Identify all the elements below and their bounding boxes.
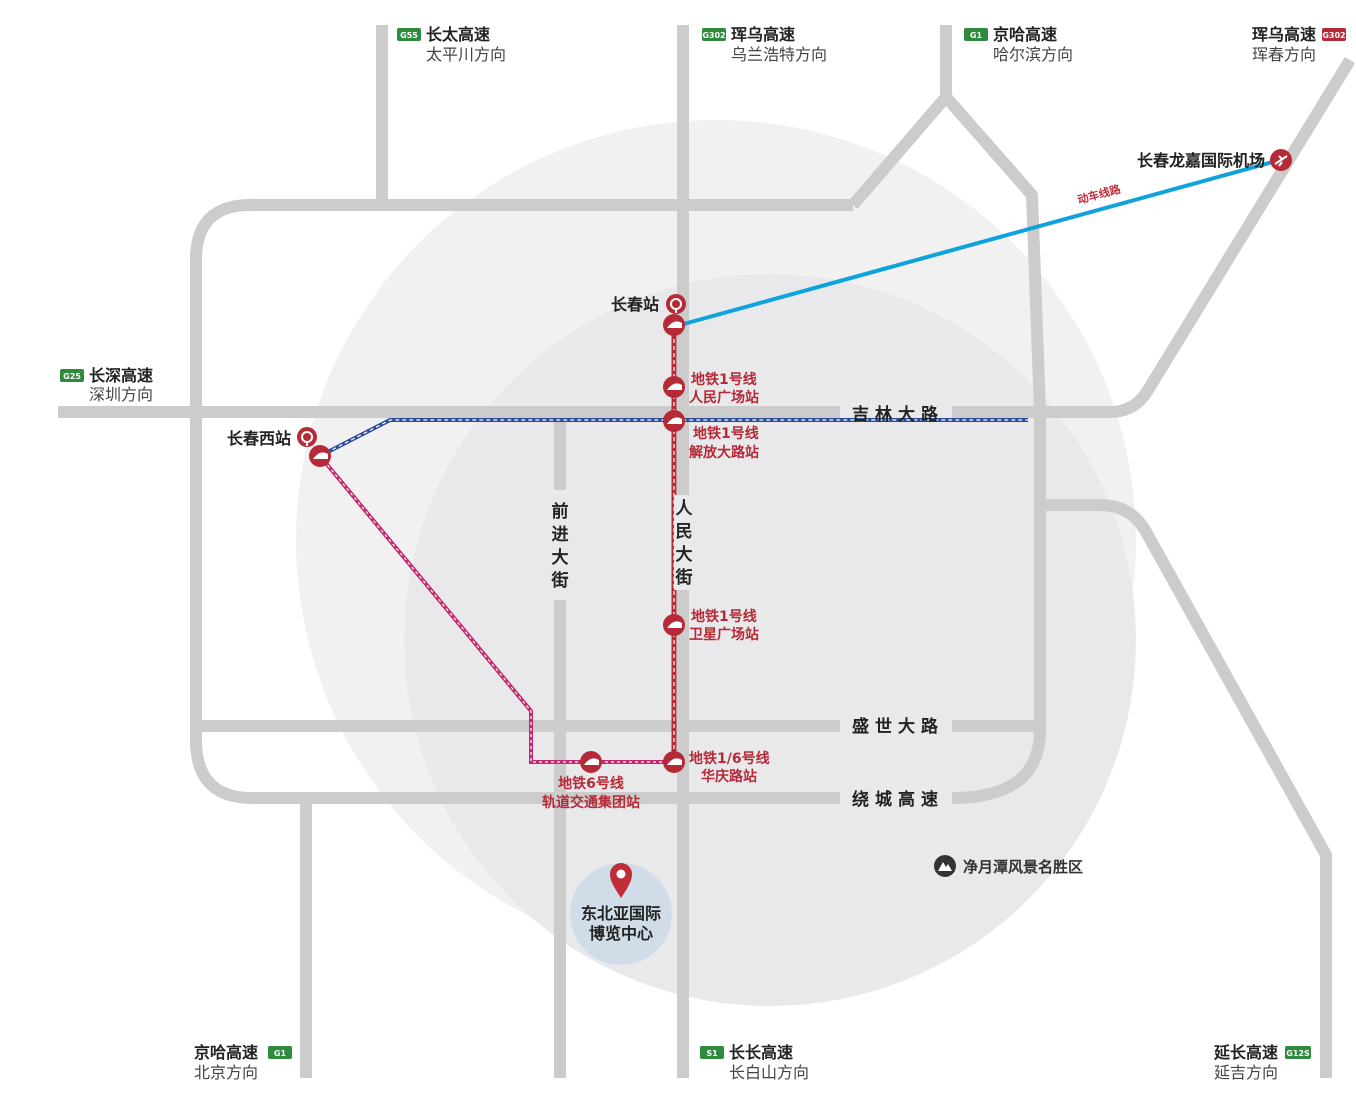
jilin-rail-line-dash	[319, 419, 1028, 457]
label-gap-raocheng	[840, 784, 952, 812]
road-ring-east	[951, 412, 1046, 804]
svg-text:乌兰浩特方向: 乌兰浩特方向	[731, 45, 827, 64]
svg-text:长深高速: 长深高速	[89, 366, 153, 385]
railway-station-icon	[297, 427, 317, 447]
svg-text:珲春方向: 珲春方向	[1252, 45, 1316, 64]
metro-weixing-name: 卫星广场站	[689, 626, 759, 643]
svg-text:京哈高速: 京哈高速	[993, 25, 1057, 44]
airport-icon	[1270, 149, 1292, 171]
mountain-icon	[934, 855, 956, 877]
road-label-renmin-4: 街	[675, 567, 693, 588]
svg-text:G25: G25	[63, 372, 81, 381]
metro-huaqing-name: 华庆路站	[701, 768, 757, 785]
metro-renmin-name: 人民广场站	[689, 389, 759, 406]
highway-g1-bottom-label: 京哈高速 G1 北京方向	[194, 1043, 292, 1082]
metro-station-icons	[309, 314, 685, 773]
road-ring-nw	[190, 199, 853, 412]
location-pin-icon	[610, 863, 632, 898]
scenic-label: 净月潭风景名胜区	[963, 858, 1083, 876]
metro-jiefang-name: 解放大路站	[689, 444, 759, 461]
airport-label: 长春龙嘉国际机场	[1137, 151, 1265, 170]
svg-text:G1: G1	[970, 31, 983, 40]
svg-text:S1: S1	[706, 1049, 718, 1058]
svg-text:京哈高速: 京哈高速	[194, 1043, 258, 1062]
venue-circle	[570, 863, 672, 965]
svg-text:北京方向: 北京方向	[194, 1063, 258, 1082]
road-label-raocheng: 绕城高速	[852, 789, 944, 810]
metro-railgroup-name: 轨道交通集团站	[542, 794, 640, 811]
svg-text:G302: G302	[702, 31, 725, 40]
metro-line6-dash	[319, 455, 676, 763]
venue-name-line2: 博览中心	[589, 924, 653, 943]
road-label-jilin: 吉林大路	[852, 404, 944, 425]
highway-g302-top-label: G302 珲乌高速 乌兰浩特方向	[702, 25, 827, 64]
highway-g25-label: G25 长深高速 深圳方向	[60, 366, 153, 404]
highway-s1-label: S1 长长高速 长白山方向	[700, 1043, 809, 1082]
metro-icon-west	[309, 445, 331, 467]
inner-zone-circle	[404, 274, 1136, 1006]
svg-text:长太高速: 长太高速	[426, 25, 490, 44]
station-changchun-label: 长春站	[611, 295, 659, 314]
svg-text:G12S: G12S	[1286, 1049, 1310, 1058]
svg-text:G302: G302	[1322, 31, 1345, 40]
station-west-label: 长春西站	[227, 429, 291, 448]
road-label-qianjin-3: 大	[552, 547, 569, 568]
svg-text:G55: G55	[400, 31, 418, 40]
road-ring-west	[190, 412, 840, 804]
road-label-qianjin-1: 前	[552, 501, 569, 522]
metro-icon-rail-group	[580, 751, 602, 773]
label-gap-shengshi	[840, 712, 952, 740]
highway-g55-label: G55 长太高速 太平川方向	[397, 25, 506, 64]
road-g1-east	[941, 93, 1046, 413]
metro-icon-weixing	[663, 614, 685, 636]
road-label-shengshi: 盛世大路	[852, 716, 944, 737]
svg-text:珲乌高速: 珲乌高速	[1252, 25, 1316, 44]
svg-text:G1: G1	[274, 1049, 287, 1058]
svg-text:延吉方向: 延吉方向	[1214, 1063, 1278, 1082]
road-label-renmin-3: 大	[676, 544, 693, 565]
road-label-qianjin-4: 街	[551, 570, 569, 591]
svg-text:长长高速: 长长高速	[729, 1043, 793, 1062]
svg-text:长白山方向: 长白山方向	[729, 1063, 809, 1082]
metro-icon-jiefang	[663, 410, 685, 432]
train-line-label: 动车线路	[1076, 181, 1123, 206]
train-line-airport	[679, 158, 1281, 327]
highway-g302-right-label: 珲乌高速 G302 珲春方向	[1252, 25, 1346, 64]
svg-text:哈尔滨方向: 哈尔滨方向	[993, 45, 1073, 64]
highway-g1-top-label: G1 京哈高速 哈尔滨方向	[964, 25, 1073, 64]
metro-renmin-line: 地铁1号线	[691, 371, 757, 388]
railway-station-icon	[666, 294, 686, 314]
road-label-qianjin-2: 进	[552, 525, 569, 545]
highway-g12s-label: 延长高速 G12S 延吉方向	[1213, 1043, 1311, 1082]
road-label-renmin-2: 民	[676, 522, 693, 542]
metro-jiefang-line: 地铁1号线	[693, 425, 759, 442]
metro-icon-renmin-plaza	[663, 376, 685, 398]
metro-weixing-line: 地铁1号线	[691, 608, 757, 625]
metro-huaqing-line: 地铁1/6号线	[689, 750, 770, 767]
road-label-renmin-1: 人	[676, 499, 694, 519]
svg-text:珲乌高速: 珲乌高速	[731, 25, 795, 44]
road-g12s	[1040, 499, 1332, 1078]
metro-icon-huaqing	[663, 751, 685, 773]
road-g302-ne	[1040, 56, 1356, 418]
svg-text:太平川方向: 太平川方向	[426, 45, 506, 64]
metro-icon-changchun	[663, 314, 685, 336]
svg-text:深圳方向: 深圳方向	[89, 385, 153, 404]
venue-name-line1: 东北亚国际	[581, 904, 661, 923]
metro-railgroup-line: 地铁6号线	[558, 775, 624, 792]
label-gap-renmin	[674, 495, 694, 590]
svg-text:延长高速: 延长高速	[1213, 1043, 1278, 1062]
